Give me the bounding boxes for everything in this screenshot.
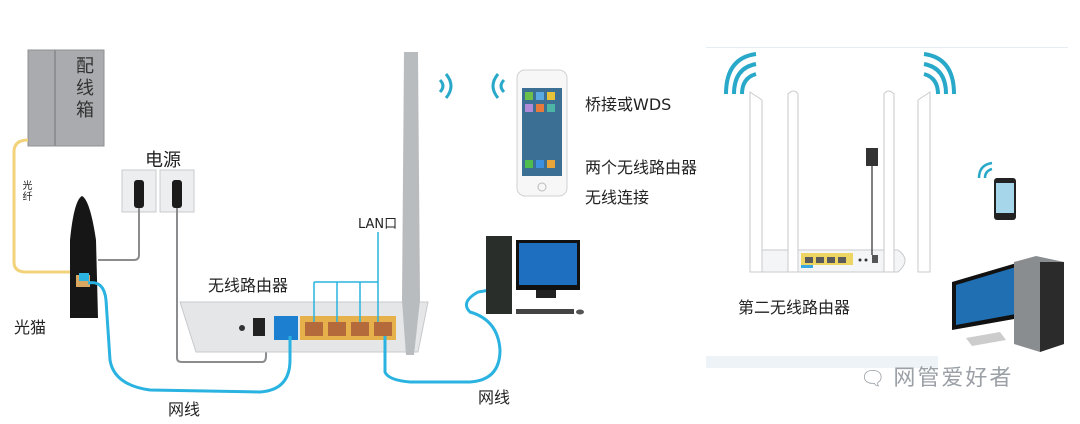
wifi-signal-icon — [724, 52, 757, 95]
optical-modem-label: 光猫 — [14, 318, 47, 337]
second-router-panel — [706, 47, 1068, 368]
wifi-signal-icon — [977, 161, 993, 179]
desktop-computer-icon — [486, 236, 584, 315]
network-cable-label-right: 网线 — [478, 388, 511, 407]
lan-port-label: LAN口 — [358, 217, 398, 232]
lan-port-indicator — [313, 232, 379, 322]
wireless-router-label: 无线路由器 — [208, 276, 289, 295]
wifi-signal-icon — [923, 52, 956, 95]
main-router — [179, 301, 429, 353]
watermark: 🗨网管爱好者 — [860, 360, 1013, 392]
second-router — [749, 90, 931, 273]
router-power-cord — [176, 208, 267, 363]
wireless-connection-label: 无线连接 — [585, 188, 650, 207]
bridge-wds-label: 桥接或WDS — [585, 95, 672, 114]
power-label: 电源 — [145, 150, 181, 171]
router-antenna — [402, 52, 420, 355]
wechat-icon: 🗨 — [860, 366, 888, 390]
desktop-computer-icon — [952, 256, 1064, 352]
network-cable-router-pc — [383, 288, 502, 384]
two-routers-label: 两个无线路由器 — [585, 158, 698, 177]
smartphone-icon — [516, 69, 568, 197]
second-router-label: 第二无线路由器 — [738, 298, 851, 317]
wifi-signal-icon — [491, 73, 506, 99]
distribution-box — [27, 49, 105, 147]
panel-divider — [706, 356, 938, 368]
optical-modem — [70, 196, 98, 318]
network-cable-label-left: 网线 — [168, 400, 201, 419]
fiber-cable — [12, 138, 80, 274]
network-cable-modem-router — [87, 281, 292, 394]
smartphone-icon — [994, 178, 1016, 220]
watermark-text: 网管爱好者 — [893, 366, 1014, 391]
distribution-box-label: 配线箱 — [73, 56, 94, 122]
fiber-label: 光纤 — [20, 180, 31, 202]
wifi-signal-icon — [438, 73, 453, 99]
power-sockets — [121, 169, 195, 213]
modem-power-cord — [98, 208, 140, 261]
